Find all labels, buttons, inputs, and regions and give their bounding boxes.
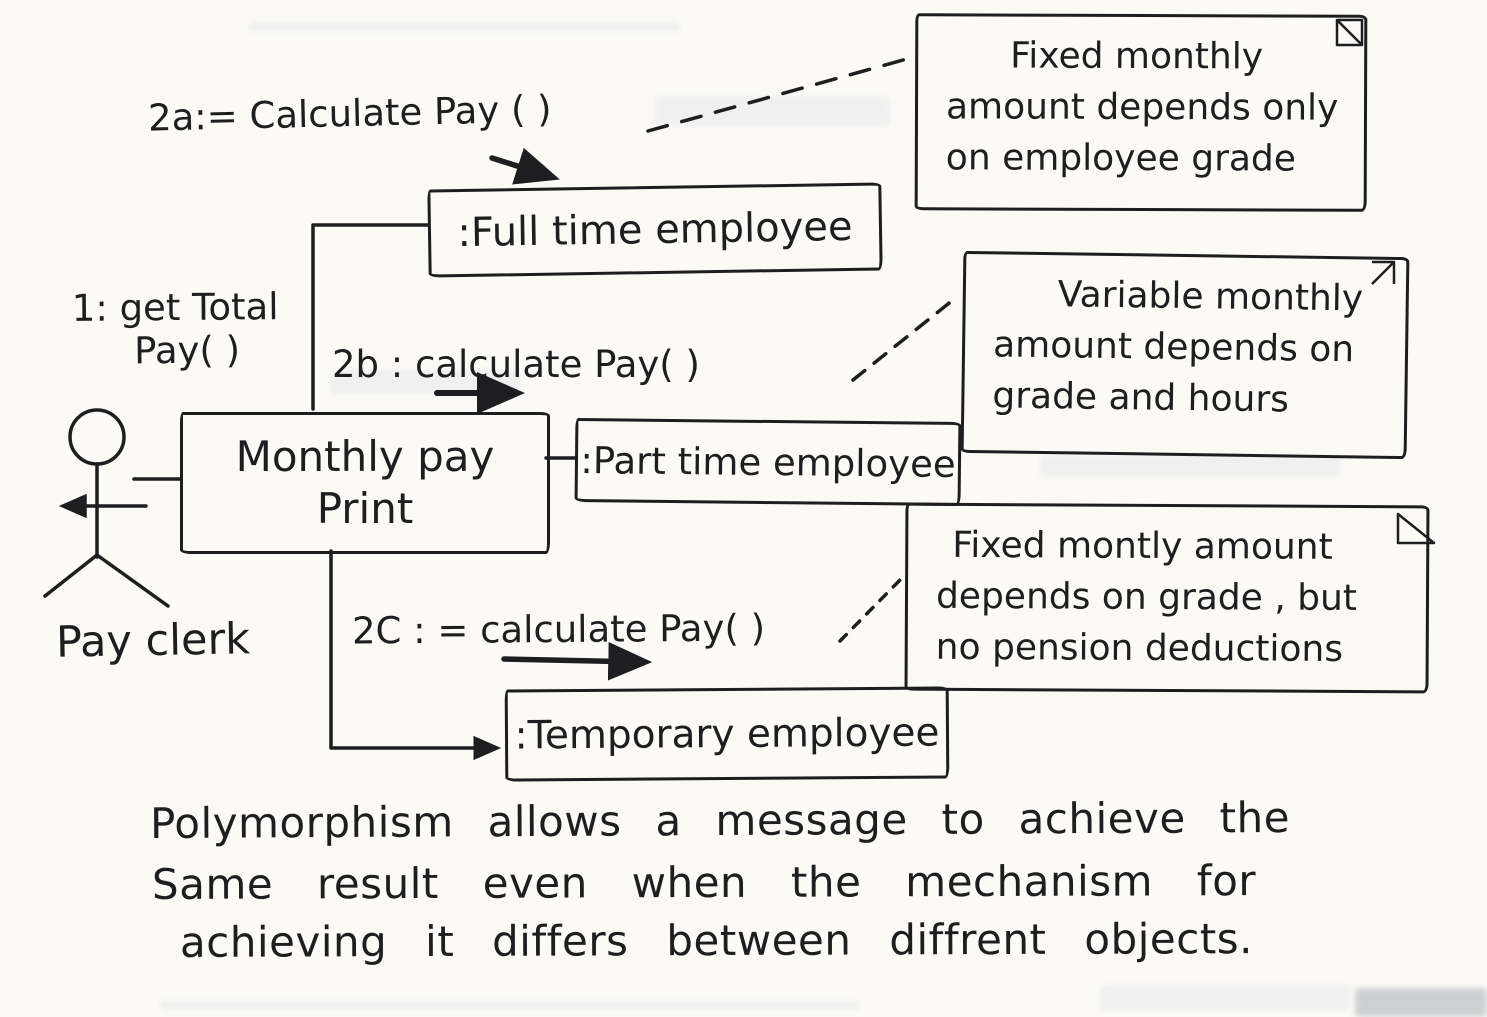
note-line: on employee grade <box>945 137 1297 180</box>
monthly-pay-line1: Monthly pay <box>235 431 495 481</box>
note-line: amount depends only <box>945 86 1339 129</box>
scan-artifact <box>250 22 680 32</box>
caption-line-3: achieving it differs between diffrent ob… <box>179 914 1254 967</box>
pay-clerk-actor-figure <box>43 408 183 608</box>
object-label: :Temporary employee <box>514 710 940 758</box>
object-full-time-employee: :Full time employee <box>427 182 883 278</box>
note-line: depends on grade , but <box>935 575 1358 620</box>
message-label-2b: 2b : calculate Pay( ) <box>332 343 700 386</box>
caption-line-1: Polymorphism allows a message to achieve… <box>149 793 1291 848</box>
scan-artifact <box>1355 988 1487 1017</box>
scan-artifact <box>1100 985 1350 1011</box>
message-label-1: 1: get Total Pay( ) <box>72 285 279 373</box>
object-monthly-pay-print: Monthly pay Print <box>180 412 550 554</box>
scan-artifact <box>1040 455 1340 477</box>
actor-head <box>68 408 126 466</box>
note-fixed-monthly: Fixed monthly amount depends only on emp… <box>914 13 1368 212</box>
message-arrow-2a <box>489 147 560 185</box>
object-part-time-employee: :Part time employee <box>574 417 962 507</box>
monthly-pay-line2: Print <box>316 484 414 533</box>
actor-leg-right <box>95 553 170 608</box>
note-link-2b <box>851 294 960 382</box>
object-temporary-employee: :Temporary employee <box>504 686 950 782</box>
note-line: grade and hours <box>992 375 1290 421</box>
note-line: no pension deductions <box>935 627 1344 671</box>
message-label-2c: 2C : = calculate Pay( ) <box>351 606 766 653</box>
object-label: Monthly pay Print <box>236 431 495 536</box>
message-arrow-2c <box>501 641 653 681</box>
message-label-1-line1: 1: get Total <box>71 285 279 330</box>
object-label: :Full time employee <box>457 203 853 257</box>
note-line: Variable monthly <box>1057 274 1364 320</box>
note-line: Fixed montly amount <box>952 524 1333 568</box>
message-label-1-line2: Pay( ) <box>134 328 241 373</box>
message-label-2a: 2a:= Calculate Pay ( ) <box>147 87 553 140</box>
object-label: :Part time employee <box>580 438 956 486</box>
note-line: amount depends on <box>992 324 1355 371</box>
actor-label-pay-clerk: Pay clerk <box>55 614 251 668</box>
note-line: Fixed monthly <box>1010 35 1264 78</box>
note-fixed-montly-no-pension: Fixed montly amount depends on grade , b… <box>904 502 1430 694</box>
caption-line-2: Same result even when the mechanism for <box>151 856 1257 909</box>
scan-artifact <box>160 1000 860 1010</box>
scan-artifact <box>655 96 890 126</box>
note-variable-monthly: Variable monthly amount depends on grade… <box>960 250 1410 460</box>
actor-leg-left <box>43 553 99 598</box>
note-link-2c <box>838 577 903 643</box>
